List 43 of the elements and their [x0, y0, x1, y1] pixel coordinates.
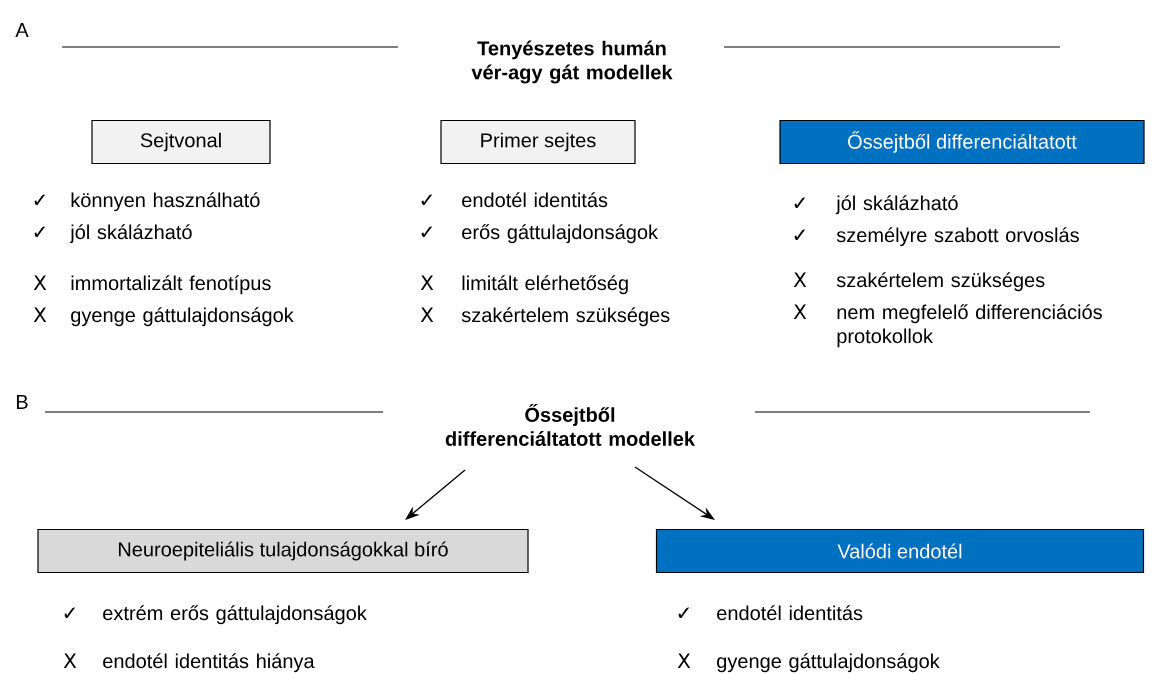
list-item: endotél identitás [462, 192, 608, 208]
list-marker: ✓ [794, 229, 805, 241]
list-item: erős gáttulajdonságok [462, 224, 659, 244]
list-marker: ✓ [794, 197, 805, 209]
category-box: Sejtvonal [91, 119, 271, 165]
panel-label: A [15, 23, 29, 37]
list-marker: X [33, 307, 47, 322]
list-marker: ✓ [421, 194, 432, 206]
list-marker: X [420, 275, 434, 290]
list-marker: X [33, 275, 47, 290]
list-item: személyre szabott orvoslás [836, 227, 1079, 247]
list-marker: X [793, 304, 807, 319]
list-item: gyenge gáttulajdonságok [717, 653, 940, 673]
category-box: Primer sejtes [440, 119, 636, 165]
heading: Tenyészetes humán vér-agy gát modellek [471, 40, 673, 84]
list-item: endotél identitás hiánya [103, 653, 315, 673]
list-marker: X [420, 307, 434, 322]
list-item: szakértelem szükséges [461, 307, 670, 327]
list-item: nem megfelelő differenciációs protokollok [837, 304, 1102, 348]
list-marker: X [677, 653, 691, 668]
list-item: extrém erős gáttulajdonságok [103, 605, 367, 625]
list-item: immortalizált fenotípus [71, 275, 271, 295]
list-item: jól skálázható [835, 195, 958, 215]
list-marker: X [793, 272, 807, 287]
arrow [405, 469, 466, 520]
panel-label: B [16, 395, 28, 409]
list-marker: ✓ [64, 607, 75, 619]
list-item: endotél identitás [717, 605, 863, 621]
list-marker: ✓ [421, 226, 432, 238]
list-marker: ✓ [34, 226, 45, 238]
list-item: könnyen használható [71, 192, 260, 212]
arrow [634, 466, 715, 520]
heading: Őssejtből differenciáltatott modellek [445, 404, 696, 446]
list-marker: X [63, 653, 77, 668]
category-box: Őssejtből differenciáltatott [779, 119, 1145, 165]
list-item: gyenge gáttulajdonságok [71, 307, 294, 327]
category-box: Valódi endotél [655, 528, 1145, 574]
list-item: jól skálázható [69, 224, 192, 244]
list-item: limitált elérhetőség [462, 275, 628, 295]
list-item: szakértelem szükséges [836, 272, 1045, 292]
category-box: Neuroepiteliális tulajdonságokkal bíró [37, 528, 529, 574]
list-marker: ✓ [678, 607, 689, 619]
list-marker: ✓ [34, 194, 45, 206]
